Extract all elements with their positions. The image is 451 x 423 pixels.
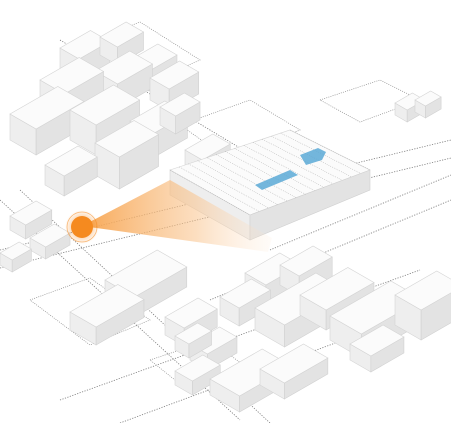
building-roof — [149, 60, 200, 90]
building-roof — [94, 50, 154, 85]
building-roof — [174, 322, 213, 345]
far-road-edge — [209, 199, 451, 301]
building-roof — [219, 278, 272, 309]
viewpoint-icon[interactable] — [71, 216, 93, 238]
viewpoint-ring — [66, 211, 98, 243]
building-block — [29, 223, 71, 260]
building-block — [94, 120, 160, 190]
water-feature — [255, 170, 298, 190]
building-block — [174, 322, 213, 359]
building-roof — [394, 270, 451, 311]
building-roof — [159, 92, 201, 117]
hatch-line — [197, 160, 278, 205]
building-roof — [184, 133, 231, 161]
hatch-line — [280, 132, 361, 174]
hatch-line — [289, 129, 371, 171]
building-roof — [9, 86, 85, 130]
building-roof — [0, 241, 32, 261]
building-roof — [259, 343, 329, 384]
water-feature — [300, 148, 326, 165]
building-block — [349, 324, 405, 373]
building-block — [414, 90, 442, 119]
building-block — [69, 284, 145, 346]
building-roof — [299, 267, 375, 311]
building-block — [174, 354, 221, 396]
building-block — [159, 92, 201, 135]
lot-outline — [94, 21, 201, 81]
building-roof — [414, 90, 442, 107]
building-blocks — [0, 21, 451, 413]
building-roof — [44, 145, 98, 177]
hatch-line — [169, 169, 251, 216]
hatch-line — [179, 166, 260, 212]
view-cone — [82, 180, 272, 252]
building-roof — [94, 120, 160, 158]
building-block — [394, 270, 451, 341]
building-roof — [174, 354, 221, 382]
building-roof — [69, 84, 141, 126]
roof-hatching — [169, 129, 371, 216]
building-roof — [9, 200, 53, 226]
building-roof — [69, 284, 145, 328]
building-block — [0, 241, 32, 273]
building-roof — [279, 245, 333, 277]
building-block — [259, 343, 329, 400]
building-block — [9, 200, 53, 240]
building-roof — [349, 324, 405, 357]
building-block — [44, 145, 98, 197]
hatch-line — [188, 163, 269, 209]
building-roof — [164, 297, 218, 329]
building-roof — [99, 21, 145, 48]
view-cone-group — [65, 180, 272, 252]
